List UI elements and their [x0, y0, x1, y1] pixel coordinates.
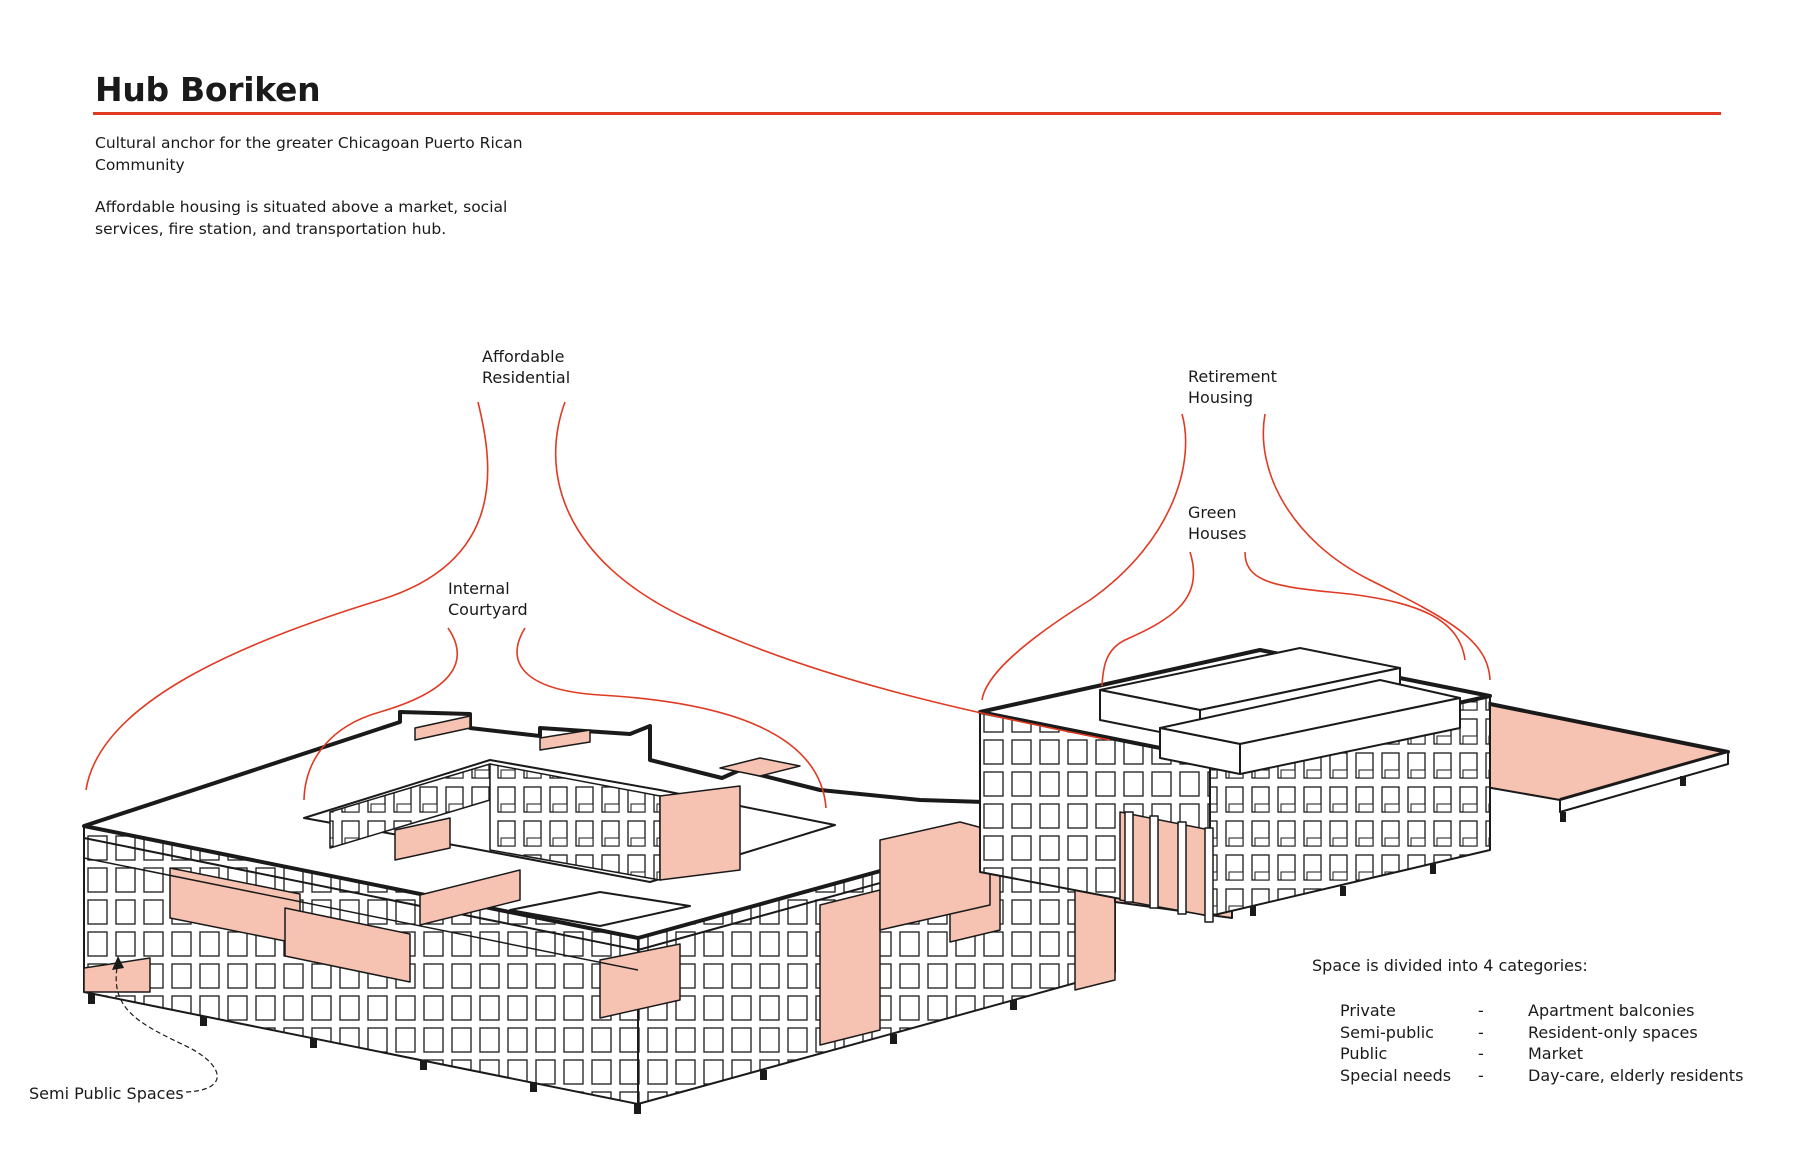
- greenhouse-2-side: [1159, 727, 1241, 775]
- label-retirement-housing: Retirement Housing: [1188, 367, 1277, 407]
- roof-box-1: [414, 715, 471, 741]
- terrace-mid: [509, 891, 691, 927]
- courtyard-pink-1: [659, 785, 741, 881]
- leader-retirement-housing-left: [981, 413, 1187, 701]
- legend-row: Semi-public - Resident-only spaces: [1340, 1023, 1743, 1045]
- right-block: [978, 647, 1730, 923]
- void-2: [284, 907, 411, 983]
- legend-description: Day-care, elderly residents: [1528, 1065, 1744, 1085]
- intro-line-2: Affordable housing is situated above a m…: [95, 198, 508, 238]
- legend-row: Special needs - Day-care, elderly reside…: [1340, 1066, 1743, 1088]
- terrace-left: [419, 869, 521, 926]
- pilotis: [1124, 811, 1214, 923]
- leader-semi-public-arrowhead: [112, 956, 124, 970]
- intro-text: Cultural anchor for the greater Chicagoa…: [95, 132, 565, 260]
- leader-affordable-residential-left: [85, 401, 489, 791]
- label-semi-public-spaces: Semi Public Spaces: [29, 1084, 184, 1103]
- leader-retirement-housing-right: [1262, 413, 1491, 681]
- leader-affordable-residential-right: [554, 401, 1111, 741]
- leader-internal-courtyard-right: [516, 627, 827, 809]
- leader-semi-public-spaces: [115, 961, 218, 1093]
- legend-category: Private: [1340, 1001, 1396, 1020]
- label-affordable-residential: Affordable Residential: [482, 347, 571, 387]
- leader-internal-courtyard-left: [303, 627, 458, 801]
- legend-description: Market: [1528, 1044, 1583, 1063]
- ground-void-left: [83, 957, 151, 993]
- void-3: [599, 943, 681, 1019]
- legend-separator: -: [1478, 1001, 1484, 1020]
- legend-separator: -: [1478, 1022, 1484, 1042]
- legend-description: Resident-only spaces: [1528, 1022, 1698, 1042]
- page-title: Hub Boriken: [95, 70, 321, 109]
- legend-category: Public: [1340, 1044, 1388, 1063]
- legend-row: Private - Apartment balconies: [1340, 1001, 1743, 1023]
- roof-box-2: [539, 729, 591, 751]
- stair-tower: [719, 757, 801, 777]
- legend-table: Private - Apartment balconies Semi-publi…: [1340, 1001, 1743, 1087]
- leader-green-houses-left: [1101, 551, 1195, 687]
- left-block: [82, 710, 1117, 1114]
- label-green-houses: Green Houses: [1188, 503, 1247, 543]
- plaza-edge: [1559, 751, 1729, 813]
- label-internal-courtyard: Internal Courtyard: [448, 579, 528, 619]
- space-category-legend: Space is divided into 4 categories: Priv…: [1312, 956, 1743, 1087]
- left-block-columns: [88, 994, 1017, 1114]
- legend-separator: -: [1478, 1044, 1484, 1063]
- intro-line-1: Cultural anchor for the greater Chicagoa…: [95, 134, 523, 174]
- legend-separator: -: [1478, 1065, 1484, 1085]
- legend-heading: Space is divided into 4 categories:: [1312, 956, 1588, 975]
- callout-leaders: [85, 401, 1491, 809]
- title-rule: [93, 112, 1721, 115]
- legend-description: Apartment balconies: [1528, 1001, 1695, 1020]
- legend-category: Semi-public: [1340, 1022, 1434, 1042]
- legend-category: Special needs: [1340, 1065, 1452, 1085]
- void-4: [819, 889, 881, 1046]
- leader-green-houses-right: [1244, 551, 1466, 661]
- courtyard-pink-2: [394, 817, 451, 861]
- legend-row: Public - Market: [1340, 1044, 1743, 1066]
- right-block-columns: [1250, 776, 1686, 916]
